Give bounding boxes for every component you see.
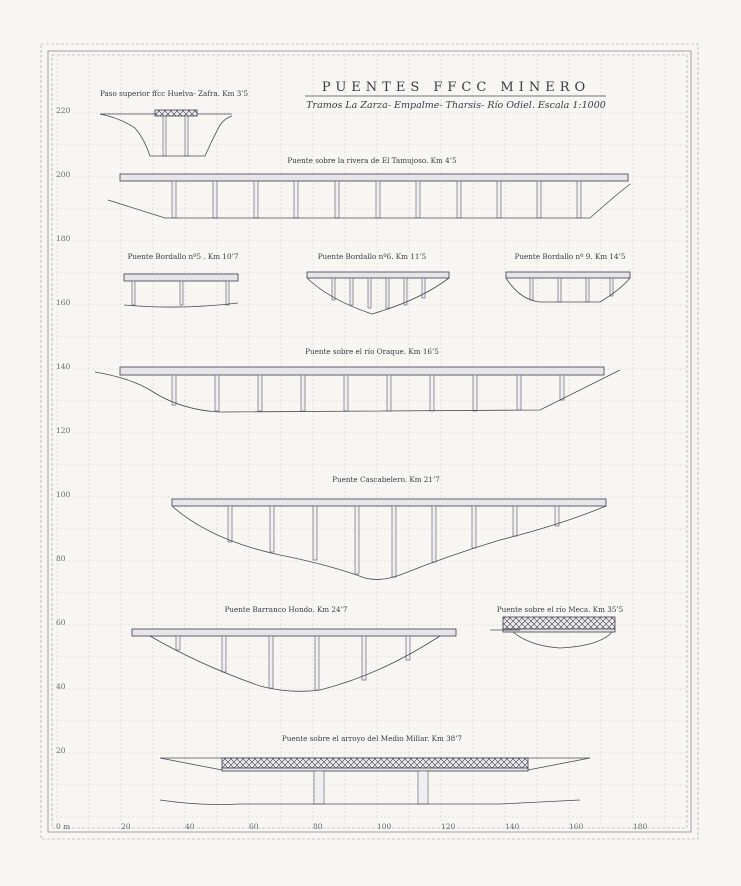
bridge-pier: [269, 505, 275, 553]
x-axis-label: 80: [313, 822, 323, 831]
bridge-pier: [609, 277, 614, 297]
bridge-bordallo-9: Puente Bordallo nº 9. Km 14’5: [505, 252, 631, 303]
sheet-subtitle: Tramos La Zarza- Empalme- Tharsis- Río O…: [306, 100, 606, 111]
bridge-pier: [314, 635, 320, 691]
bridge-pier: [349, 277, 354, 306]
bridge-medio-millar: Puente sobre el arroyo del Medio Millar.…: [159, 734, 591, 805]
bridge-label-bordallo-6: Puente Bordallo nº6. Km 11’5: [318, 252, 427, 261]
bridge-label-meca: Puente sobre el río Meca. Km 35’5: [497, 605, 624, 614]
bridge-pier: [391, 505, 397, 578]
y-axis-label: 220: [56, 106, 71, 115]
x-axis-label: 140: [505, 822, 520, 831]
bridge-oraque: Puente sobre el río Oraque. Km 16’5: [94, 347, 621, 413]
bridge-pier: [405, 635, 411, 661]
y-axis-label: 20: [56, 746, 66, 755]
bridge-pier: [334, 180, 340, 219]
bridge-pier: [554, 505, 560, 527]
bridge-pier: [331, 277, 336, 301]
bridge-pier: [421, 277, 426, 299]
bridge-label-oraque: Puente sobre el río Oraque. Km 16’5: [305, 347, 439, 356]
bridge-label-tamujoso: Puente sobre la rivera de El Tamujoso. K…: [287, 156, 457, 165]
bridge-pier: [557, 277, 562, 303]
y-axis-labels: 220 200 180 160 140 120 100 80 60 40 20: [56, 106, 71, 755]
bridge-pier: [268, 635, 274, 689]
bridge-pier: [576, 180, 582, 219]
bridge-pier: [375, 180, 381, 219]
bridge-label-bordallo-5: Puente Bordallo nº5 . Km 10’7: [128, 252, 239, 261]
x-axis-label: 160: [569, 822, 584, 831]
bridge-pier: [585, 277, 590, 303]
bridge-pier: [403, 277, 408, 306]
bridge-meca: Puente sobre el río Meca. Km 35’5: [490, 605, 624, 649]
bridge-pier: [312, 505, 318, 561]
y-axis-label: 200: [56, 170, 71, 179]
bridge-pier: [212, 180, 218, 219]
bridge-pier: [214, 374, 220, 412]
bridge-pier: [559, 374, 565, 401]
bridge-pier: [367, 277, 372, 309]
bridge-pier: [221, 635, 227, 673]
bridge-pier: [253, 180, 259, 219]
x-axis-label: 100: [377, 822, 392, 831]
x-axis-label: 180: [633, 822, 648, 831]
bridge-label-cascabelero: Puente Cascabelero. Km 21’7: [332, 475, 440, 484]
bridge-cascabelero: Puente Cascabelero. Km 21’7: [171, 475, 607, 580]
bridge-pier: [431, 505, 437, 563]
bridge-pier: [512, 505, 518, 537]
bridge-bordallo-6: Puente Bordallo nº6. Km 11’5: [306, 252, 450, 315]
y-axis-label: 140: [56, 362, 71, 371]
y-axis-label: 80: [56, 554, 66, 563]
bridge-pier: [472, 374, 478, 412]
x-axis-labels: 0 m 20 40 60 80 100 120 140 160 180: [56, 822, 648, 831]
bridge-label-paso-superior: Paso superior ffcc Huelva- Zafra. Km 3’5: [100, 89, 249, 98]
bridge-pier: [175, 635, 181, 651]
x-axis-label: 0 m: [56, 822, 70, 831]
x-axis-label: 60: [249, 822, 259, 831]
bridge-pier: [293, 180, 299, 219]
bridge-pier: [471, 505, 477, 549]
inner-dashed-frame: [51, 54, 688, 829]
bridge-pier: [354, 505, 360, 575]
x-axis-label: 40: [185, 822, 195, 831]
bridge-pier: [516, 374, 522, 411]
sheet-title: PUENTES FFCC MINERO: [322, 80, 590, 95]
bridge-bordallo-5: Puente Bordallo nº5 . Km 10’7: [123, 252, 239, 308]
bridge-label-medio-millar: Puente sobre el arroyo del Medio Millar.…: [282, 734, 463, 743]
y-axis-label: 60: [56, 618, 66, 627]
bridge-pier: [536, 180, 542, 219]
x-axis-label: 120: [441, 822, 456, 831]
bridge-pier: [257, 374, 263, 412]
bridge-pier: [343, 374, 349, 412]
outer-frame: [40, 43, 699, 840]
bridge-pier: [429, 374, 435, 412]
bridge-pier: [386, 374, 392, 412]
bridge-pier: [385, 277, 390, 309]
y-axis-label: 160: [56, 298, 71, 307]
bridge-pier: [415, 180, 421, 219]
bridge-paso-superior: Paso superior ffcc Huelva- Zafra. Km 3’5: [99, 89, 249, 157]
y-axis-label: 120: [56, 426, 71, 435]
y-axis-label: 100: [56, 490, 71, 499]
y-axis-label: 40: [56, 682, 66, 691]
inner-frame: [47, 50, 692, 833]
bridge-pier: [300, 374, 306, 412]
bridge-pier: [529, 277, 534, 301]
bridge-pier: [227, 505, 233, 543]
x-axis-label: 20: [121, 822, 131, 831]
bridge-pier: [361, 635, 367, 681]
bridge-tamujoso: Puente sobre la rivera de El Tamujoso. K…: [107, 156, 631, 219]
bridge-barranco-hondo: Puente Barranco Hondo. Km 24’7: [131, 605, 457, 692]
bridge-label-bordallo-9: Puente Bordallo nº 9. Km 14’5: [515, 252, 626, 261]
bridge-label-barranco: Puente Barranco Hondo. Km 24’7: [225, 605, 348, 614]
bridge-pier: [496, 180, 502, 219]
bridge-pier: [456, 180, 462, 219]
reference-grid: [52, 55, 687, 828]
bridge-pier: [171, 180, 177, 219]
y-axis-label: 180: [56, 234, 71, 243]
bridge-pier: [171, 374, 177, 406]
